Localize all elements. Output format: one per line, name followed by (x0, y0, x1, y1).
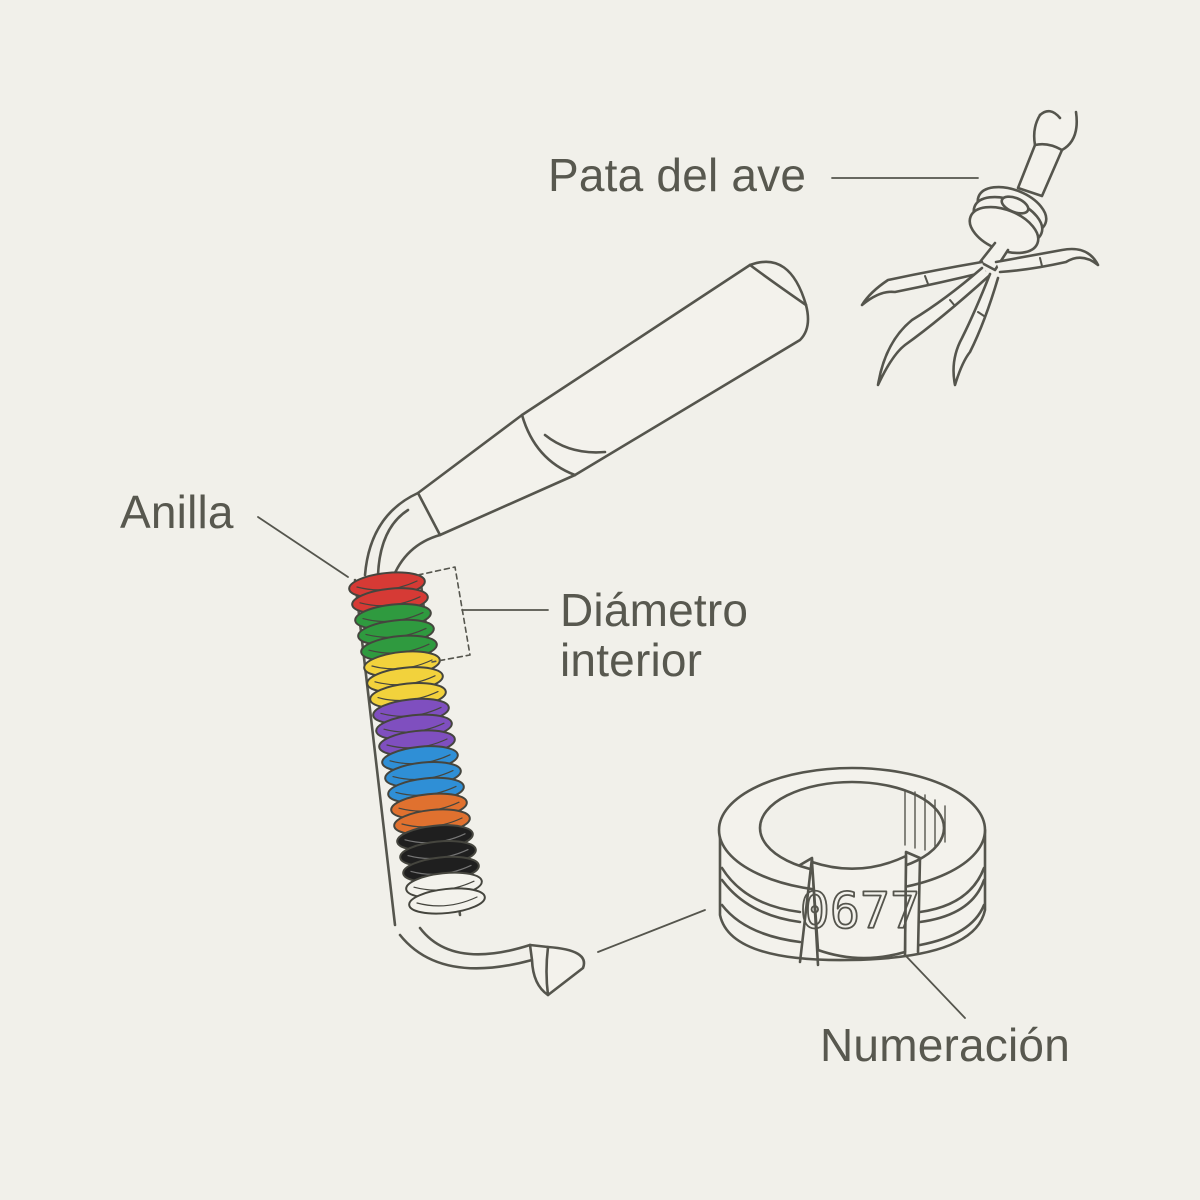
ring-groove-21 (416, 896, 478, 907)
colored-ring-stack (348, 571, 486, 915)
ring-applicator-icon (353, 260, 810, 997)
diameter-indicator (417, 566, 549, 663)
label-anilla: Anilla (120, 486, 234, 538)
leader-line-numeracion (904, 954, 966, 1019)
label-numeracion: Numeración (820, 1019, 1070, 1071)
leader-line-anilla (257, 516, 349, 578)
bird-leg-icon (860, 109, 1100, 387)
leader-line-tip (597, 909, 706, 953)
ring-21 (408, 887, 486, 915)
leg-band-icon: 0677 (717, 766, 987, 967)
ring-number: 0677 (800, 882, 920, 940)
label-diametro: Diámetro (560, 584, 749, 636)
label-interior: interior (560, 634, 703, 686)
label-pata: Pata del ave (548, 149, 807, 201)
